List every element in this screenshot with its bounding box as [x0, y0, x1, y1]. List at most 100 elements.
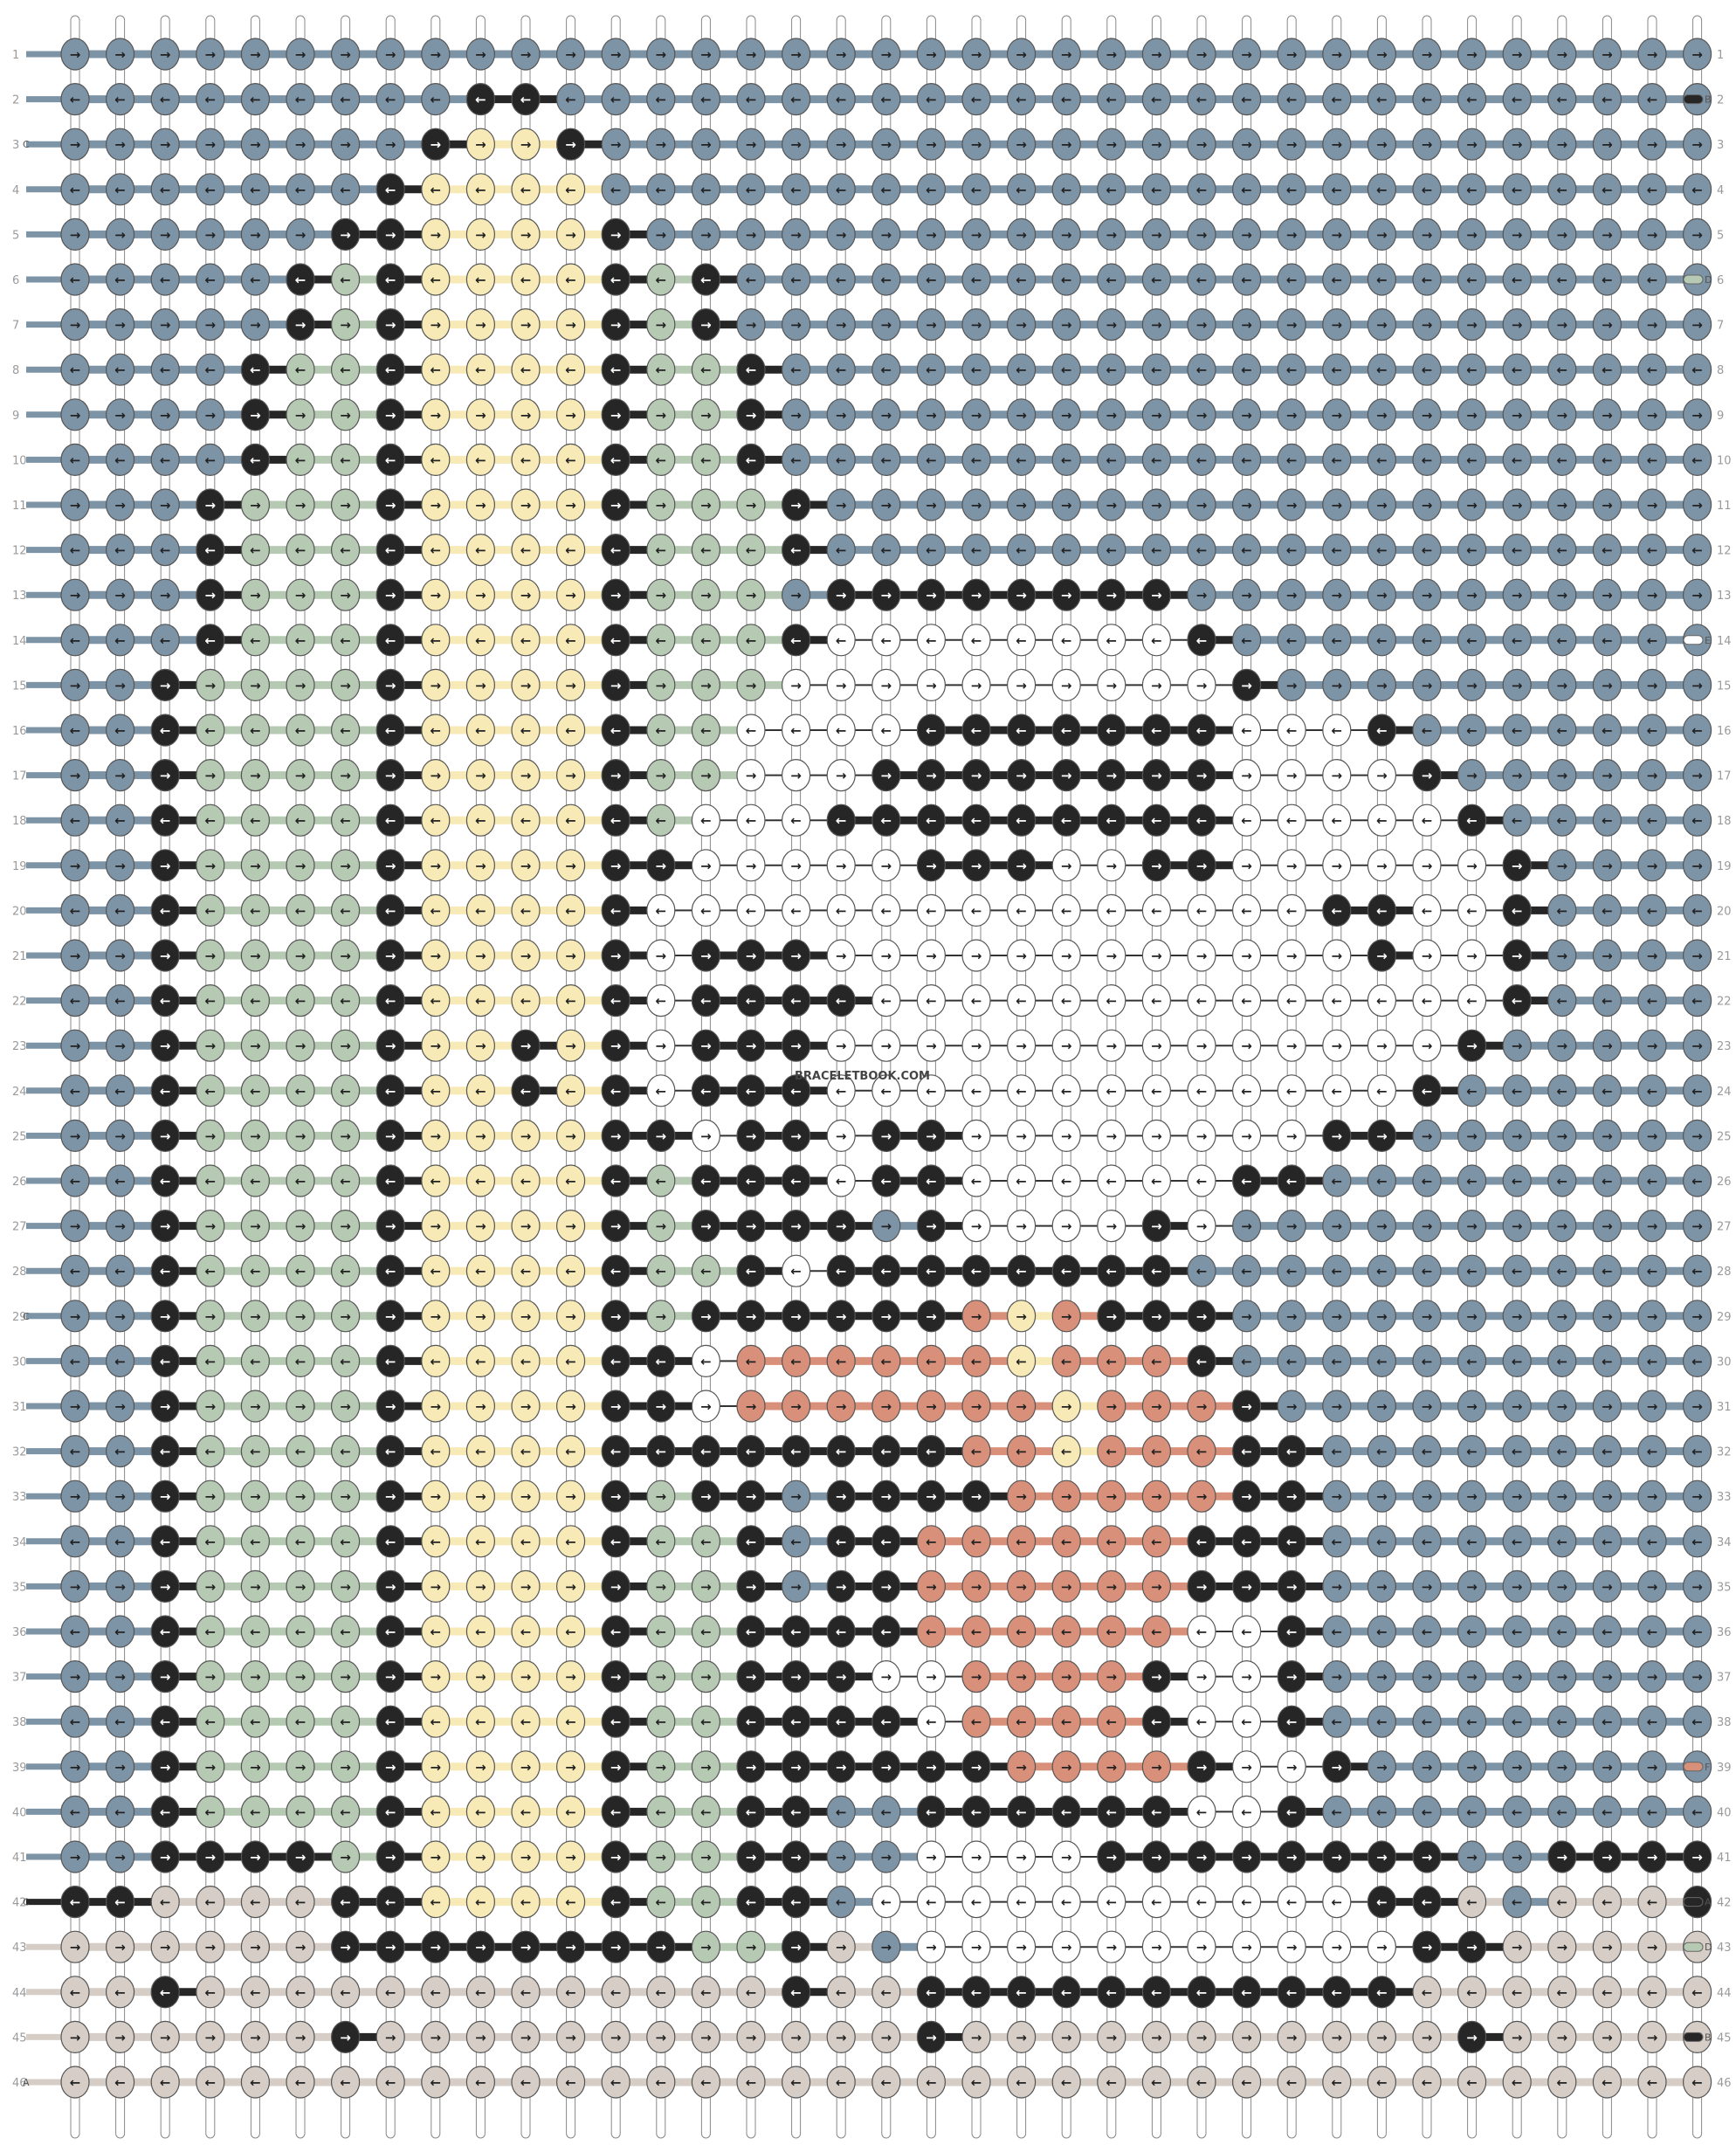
- knot-arrow: ←: [1557, 903, 1568, 919]
- knot-arrow: →: [1016, 1218, 1027, 1234]
- knot: ←: [1322, 1615, 1352, 1648]
- knot-arrow: →: [610, 1308, 622, 1324]
- knot: →: [1682, 1209, 1712, 1243]
- knot-arrow: →: [1466, 407, 1478, 423]
- knot: ←: [421, 714, 451, 747]
- knot-arrow: →: [1466, 1759, 1478, 1775]
- knot: ←: [1097, 1795, 1126, 1828]
- knot: ←: [781, 1795, 811, 1828]
- knot: →: [286, 578, 315, 611]
- knot: ←: [601, 1705, 630, 1738]
- knot: ←: [1006, 82, 1037, 116]
- knot: →: [465, 668, 496, 702]
- knot: ←: [286, 1886, 315, 1919]
- knot: ←: [1006, 1344, 1037, 1378]
- knot-arrow: →: [746, 858, 757, 873]
- knot-arrow: ←: [1512, 272, 1523, 288]
- knot-arrow: ←: [295, 1714, 307, 1730]
- knot-arrow: →: [385, 1489, 396, 1505]
- knot: ←: [1637, 173, 1667, 206]
- knot: ←: [1277, 714, 1306, 747]
- knot-arrow: →: [700, 1128, 712, 1144]
- knot: →: [1277, 38, 1306, 71]
- knot: →: [106, 1930, 135, 1963]
- knot-arrow: ←: [160, 1714, 171, 1730]
- knot: ←: [736, 893, 766, 928]
- knot: →: [826, 1840, 856, 1873]
- knot: →: [1097, 939, 1126, 972]
- knot-arrow: →: [1376, 47, 1388, 63]
- knot: ←: [375, 1886, 405, 1919]
- knot-arrow: →: [205, 1308, 217, 1324]
- knot-arrow: →: [971, 227, 982, 243]
- knot-arrow: ←: [881, 542, 892, 558]
- knot: →: [1547, 1750, 1577, 1783]
- knot-arrow: →: [1512, 498, 1523, 514]
- knot: →: [601, 1209, 630, 1243]
- knot: ←: [106, 1525, 135, 1558]
- knot-arrow: →: [836, 227, 847, 243]
- knot-arrow: ←: [926, 542, 937, 558]
- knot: →: [511, 38, 541, 71]
- knot: →: [1637, 1659, 1667, 1693]
- knot-arrow: ←: [926, 92, 937, 107]
- knot: →: [60, 1209, 90, 1243]
- knot: →: [1412, 1659, 1442, 1693]
- knot: ←: [555, 1254, 586, 1287]
- knot-arrow: →: [700, 227, 712, 243]
- knot-arrow: →: [610, 858, 622, 873]
- knot-arrow: ←: [1151, 542, 1162, 558]
- knot: ←: [1187, 714, 1216, 747]
- knot: ←: [1141, 983, 1172, 1017]
- knot-arrow: →: [1286, 1218, 1298, 1234]
- knot: ←: [601, 533, 630, 567]
- knot-arrow: ←: [746, 1534, 757, 1549]
- knot: →: [60, 488, 90, 521]
- knot: →: [736, 849, 766, 882]
- knot: ←: [1097, 1525, 1126, 1558]
- knot: →: [781, 1209, 811, 1243]
- knot-arrow: →: [1422, 1218, 1433, 1234]
- knot-arrow: →: [520, 1489, 532, 1505]
- knot: →: [1457, 758, 1487, 792]
- knot: ←: [1006, 1074, 1037, 1107]
- knot: ←: [286, 714, 315, 747]
- knot: ←: [1457, 1795, 1487, 1828]
- knot-arrow: →: [114, 317, 126, 333]
- knot: →: [196, 38, 225, 71]
- knot-arrow: ←: [836, 813, 847, 829]
- knot: ←: [691, 804, 721, 837]
- knot: ←: [150, 1976, 180, 2009]
- knot: →: [375, 217, 405, 251]
- knot-arrow: →: [565, 588, 576, 604]
- knot-arrow: ←: [746, 272, 757, 288]
- knot-arrow: ←: [1241, 1534, 1252, 1549]
- knot: →: [60, 849, 90, 882]
- knot-arrow: →: [1061, 1489, 1072, 1505]
- knot: →: [646, 578, 676, 611]
- knot-arrow: →: [836, 858, 847, 873]
- knot-arrow: →: [295, 227, 307, 243]
- knot-arrow: →: [926, 498, 937, 514]
- knot-arrow: ←: [1061, 182, 1072, 197]
- knot-arrow: →: [475, 1940, 486, 1955]
- knot: ←: [421, 1705, 451, 1738]
- knot: ←: [1547, 624, 1577, 657]
- knot: ←: [375, 1615, 405, 1648]
- knot-arrow: →: [971, 1128, 982, 1144]
- knot: →: [1231, 308, 1262, 341]
- knot-arrow: →: [700, 678, 712, 693]
- knot: →: [1412, 308, 1442, 341]
- knot-arrow: →: [160, 137, 171, 153]
- knot: ←: [106, 804, 135, 837]
- knot-arrow: ←: [205, 723, 217, 739]
- knot: ←: [286, 1164, 315, 1197]
- knot: ←: [555, 1795, 586, 1828]
- knot-arrow: ←: [1422, 813, 1433, 829]
- knot: →: [1637, 758, 1667, 792]
- knot: ←: [916, 804, 947, 837]
- knot-arrow: ←: [790, 1624, 802, 1640]
- knot-arrow: ←: [1061, 1083, 1072, 1099]
- knot: →: [1637, 398, 1667, 431]
- knot-arrow: →: [971, 407, 982, 423]
